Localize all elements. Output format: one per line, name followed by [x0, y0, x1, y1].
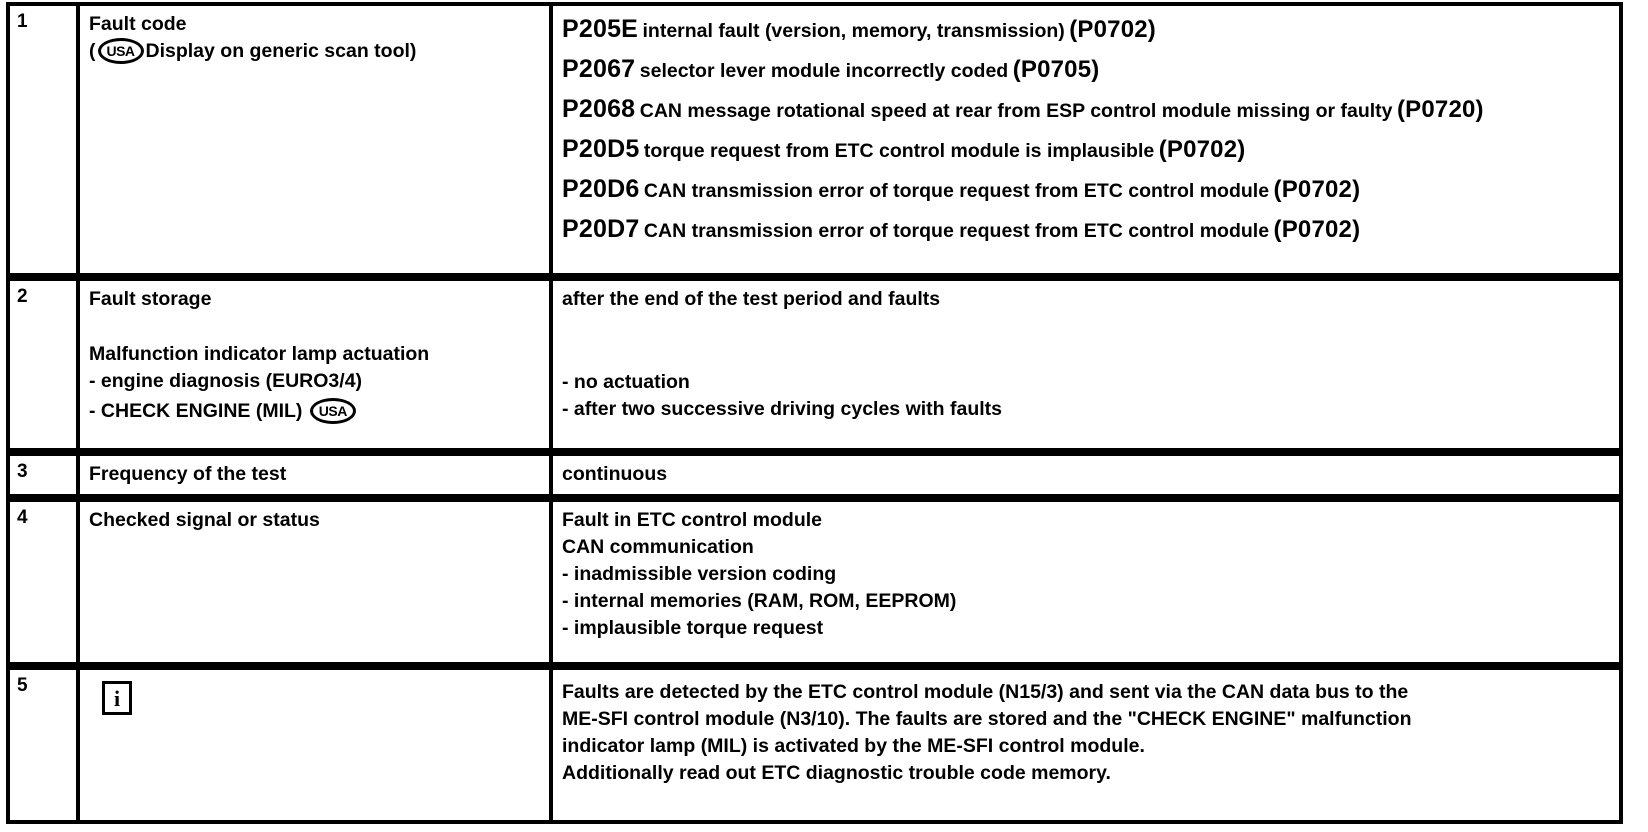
- fault-description: CAN transmission error of torque request…: [643, 220, 1270, 242]
- fault-code-entry: P20D6 CAN transmission error of torque r…: [562, 171, 1611, 211]
- row-2-value-item-1: - no actuation: [562, 371, 690, 393]
- row-4-label-title: Checked signal or status: [89, 509, 320, 531]
- generic-code: (P0720): [1396, 96, 1484, 123]
- usa-badge-icon: USA: [97, 38, 144, 64]
- table-row: 5 i Faults are detected by the ETC contr: [6, 666, 1623, 824]
- fault-code-entry: P205E internal fault (version, memory, t…: [562, 11, 1611, 51]
- fault-description: CAN message rotational speed at rear fro…: [639, 100, 1393, 122]
- row-2-label-title: Fault storage: [89, 288, 212, 310]
- generic-code: (P0702): [1069, 16, 1157, 43]
- row-2-value-cell: after the end of the test period and fau…: [551, 277, 1623, 452]
- row-2-label-item-2: - CHECK ENGINE (MIL) USA: [89, 395, 541, 427]
- row-number: 4: [17, 507, 28, 528]
- row-number: 5: [17, 675, 28, 696]
- row-number: 2: [17, 286, 28, 307]
- row-1-label-cell: Fault code ( USA Display on generic scan t…: [78, 2, 551, 277]
- row-4-value-line-2: CAN communication: [562, 536, 754, 558]
- row-5-number-cell: 5: [6, 666, 78, 824]
- row-1-label-subtitle: ( USA Display on generic scan tool): [89, 38, 541, 65]
- row-5-value-line-3: indicator lamp (MIL) is activated by the…: [562, 735, 1145, 757]
- row-3-number-cell: 3: [6, 452, 78, 498]
- row-4-value-line-4: - internal memories (RAM, ROM, EEPROM): [562, 590, 957, 612]
- fault-code: P2068: [562, 95, 636, 123]
- row-5-value-cell: Faults are detected by the ETC control m…: [551, 666, 1623, 824]
- row-5-value-line-1: Faults are detected by the ETC control m…: [562, 681, 1409, 703]
- row-2-label-cell: Fault storage Malfunction indicator lamp…: [78, 277, 551, 452]
- fault-description: selector lever module incorrectly coded: [639, 60, 1009, 82]
- fault-code: P205E: [562, 15, 639, 43]
- row-2-label-item-2-text: - CHECK ENGINE (MIL): [89, 400, 303, 422]
- spacer: [89, 313, 541, 341]
- row-1-label-title: Fault code: [89, 13, 187, 35]
- usa-badge-label: USA: [106, 43, 135, 59]
- row-2-value-line-1: after the end of the test period and fau…: [562, 288, 941, 310]
- fault-description: CAN transmission error of torque request…: [643, 180, 1270, 202]
- fault-code: P20D7: [562, 215, 640, 243]
- fault-code: P20D5: [562, 135, 640, 163]
- spacer: [562, 313, 1611, 369]
- fault-code-list: P205E internal fault (version, memory, t…: [562, 11, 1611, 251]
- paren-open: (: [89, 40, 96, 62]
- generic-code: (P0702): [1158, 136, 1246, 163]
- row-4-value-line-1: Fault in ETC control module: [562, 509, 822, 531]
- row-4-label-cell: Checked signal or status: [78, 498, 551, 666]
- table-row: 1 Fault code ( USA Display on generic scan…: [6, 2, 1623, 277]
- generic-code: (P0702): [1273, 216, 1361, 243]
- row-5-label-cell: i: [78, 666, 551, 824]
- table-row: 4 Checked signal or status Fault in ETC: [6, 498, 1623, 666]
- generic-code: (P0705): [1012, 56, 1100, 83]
- row-3-label-cell: Frequency of the test: [78, 452, 551, 498]
- row-4-value-line-3: - inadmissible version coding: [562, 563, 837, 585]
- fault-code-entry: P20D7 CAN transmission error of torque r…: [562, 211, 1611, 251]
- row-2-value-item-2: - after two successive driving cycles wi…: [562, 398, 1002, 420]
- table-row: 3 Frequency of the test continuous: [6, 452, 1623, 498]
- fault-code-table: 1 Fault code ( USA Display on generic scan…: [6, 2, 1623, 824]
- row-number: 3: [17, 461, 28, 482]
- fault-description: internal fault (version, memory, transmi…: [642, 20, 1065, 42]
- row-2-number-cell: 2: [6, 277, 78, 452]
- row-5-value-line-4: Additionally read out ETC diagnostic tro…: [562, 762, 1111, 784]
- fault-description: torque request from ETC control module i…: [643, 140, 1155, 162]
- generic-code: (P0702): [1273, 176, 1361, 203]
- row-1-number-cell: 1: [6, 2, 78, 277]
- row-4-value-cell: Fault in ETC control module CAN communic…: [551, 498, 1623, 666]
- row-1-value-cell: P205E internal fault (version, memory, t…: [551, 2, 1623, 277]
- row-2-label-item-1: - engine diagnosis (EURO3/4): [89, 370, 363, 392]
- row-2-label-heading: Malfunction indicator lamp actuation: [89, 343, 430, 365]
- row-3-label-title: Frequency of the test: [89, 463, 287, 485]
- row-number: 1: [17, 11, 28, 32]
- info-icon: i: [102, 681, 132, 715]
- usa-badge-icon: USA: [309, 398, 356, 424]
- row-4-number-cell: 4: [6, 498, 78, 666]
- fault-code: P20D6: [562, 175, 640, 203]
- fault-code: P2067: [562, 55, 636, 83]
- row-3-value-line-1: continuous: [562, 463, 668, 485]
- row-4-value-line-5: - implausible torque request: [562, 617, 824, 639]
- row-3-value-cell: continuous: [551, 452, 1623, 498]
- row-1-label-sub-text: Display on generic scan tool): [145, 40, 417, 62]
- table-row: 2 Fault storage Malfunction indicator la…: [6, 277, 1623, 452]
- fault-code-entry: P2067 selector lever module incorrectly …: [562, 51, 1611, 91]
- fault-code-entry: P20D5 torque request from ETC control mo…: [562, 131, 1611, 171]
- row-5-value-line-2: ME-SFI control module (N3/10). The fault…: [562, 708, 1412, 730]
- fault-code-entry: P2068 CAN message rotational speed at re…: [562, 91, 1611, 131]
- usa-badge-label: USA: [318, 403, 348, 419]
